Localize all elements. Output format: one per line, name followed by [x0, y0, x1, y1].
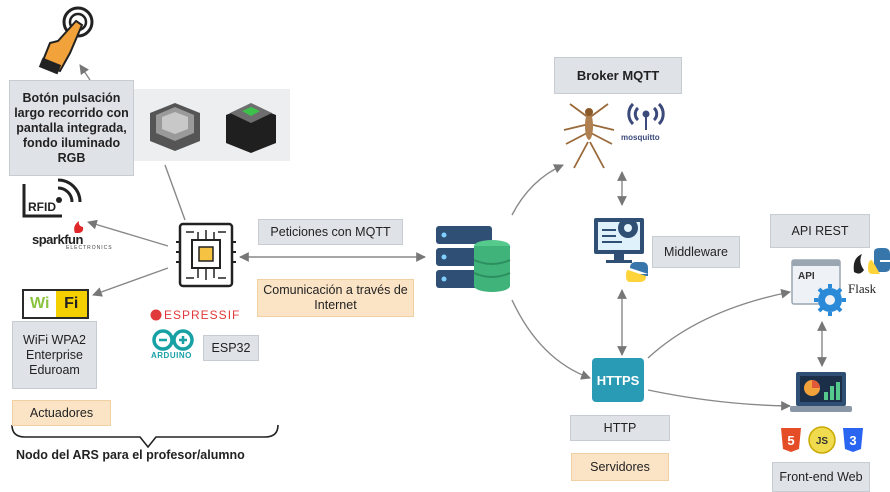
peticiones-text: Peticiones con MQTT [270, 224, 391, 239]
nodo-label: Nodo del ARS para el profesor/alumno [16, 448, 245, 462]
js-icon: JS [808, 426, 836, 454]
wifi-text: WiFi WPA2 Enterprise Eduroam [23, 332, 86, 377]
api-rest-box: API REST [770, 214, 870, 248]
button-description-text: Botón pulsación largo recorrido con pant… [14, 90, 129, 165]
arrow-chip-to-rfid [87, 219, 169, 247]
sparkfun-flame-icon [74, 221, 84, 233]
html5-icon: 5 [781, 428, 801, 452]
actuadores-box: Actuadores [12, 400, 111, 426]
sparkfun-subtext: ELECTRONICS [66, 245, 113, 251]
arrow-chip-to-wifi [92, 267, 169, 297]
middleware-text: Middleware [664, 244, 728, 259]
arrow-to-hand [79, 64, 91, 81]
flask-logo: Flask [848, 248, 890, 298]
arrow-https-to-api [647, 288, 791, 359]
button-product-gray-image [150, 103, 200, 151]
esp32-text: ESP32 [211, 340, 251, 355]
api-rest-text: API REST [791, 223, 849, 238]
espressif-text: ESPRESSIF [164, 308, 241, 322]
button-description-box: Botón pulsación largo recorrido con pant… [9, 80, 134, 176]
middleware-box: Middleware [652, 236, 740, 268]
http-box: HTTP [570, 415, 670, 441]
https-icon-text: HTTPS [596, 372, 640, 388]
brace [11, 424, 279, 449]
wifi-box: WiFi WPA2 Enterprise Eduroam [12, 321, 97, 389]
comunicacion-text: Comunicación a través de Internet [263, 283, 408, 312]
line-chip-to-button [164, 164, 186, 221]
arrow-https-to-frontend [647, 389, 791, 411]
arrow-server-to-https [511, 299, 591, 380]
frontend-box: Front-end Web [772, 462, 870, 492]
wifi-logo-left: Wi [24, 291, 56, 317]
http-text: HTTP [603, 420, 637, 435]
css3-icon: 3 [843, 428, 863, 452]
server-database-icon [436, 226, 511, 292]
arduino-icon [152, 329, 194, 351]
python-flask-icon [853, 248, 890, 274]
chip-icon [176, 222, 236, 288]
css3-icon-text: 3 [849, 433, 856, 448]
middleware-monitor-icon [594, 218, 648, 282]
button-images-panel [134, 89, 290, 161]
rfid-label: RFID [28, 200, 56, 214]
arduino-text: ARDUINO [151, 351, 192, 360]
broker-mqtt-text: Broker MQTT [576, 68, 660, 83]
mosquitto-logo: mosquitto [619, 100, 673, 144]
flask-text: Flask [848, 281, 877, 296]
actuadores-text: Actuadores [29, 405, 94, 420]
wifi-logo-right: Fi [55, 291, 87, 317]
laptop-dashboard-icon [790, 372, 852, 412]
hand-press-icon [38, 6, 94, 75]
comunicacion-box: Comunicación a través de Internet [257, 279, 414, 317]
api-logo-text: API [798, 271, 815, 282]
mosquito-icon [563, 103, 615, 169]
rfid-icon [22, 178, 82, 218]
mosquitto-icon [627, 102, 665, 130]
sparkfun-text: sparkfun [32, 232, 83, 247]
servidores-box: Servidores [571, 453, 669, 481]
mosquitto-text: mosquitto [621, 133, 660, 142]
broker-mqtt-box: Broker MQTT [554, 57, 682, 94]
api-gear-icon [791, 259, 846, 316]
button-product-green-image [226, 103, 276, 153]
esp32-box: ESP32 [203, 335, 259, 361]
https-icon: HTTPS [592, 358, 644, 402]
arrow-server-to-broker [511, 164, 564, 216]
wifi-logo: Wi Fi [22, 289, 89, 319]
api-logo: API [790, 258, 846, 318]
html5-icon-text: 5 [787, 433, 794, 448]
peticiones-box: Peticiones con MQTT [258, 219, 403, 245]
servidores-text: Servidores [590, 459, 650, 474]
js-icon-text: JS [816, 436, 829, 447]
espressif-icon [150, 309, 162, 321]
frontend-text: Front-end Web [779, 469, 863, 484]
rfid-logo: RFID [18, 176, 93, 231]
arduino-logo: ARDUINO [150, 329, 198, 363]
